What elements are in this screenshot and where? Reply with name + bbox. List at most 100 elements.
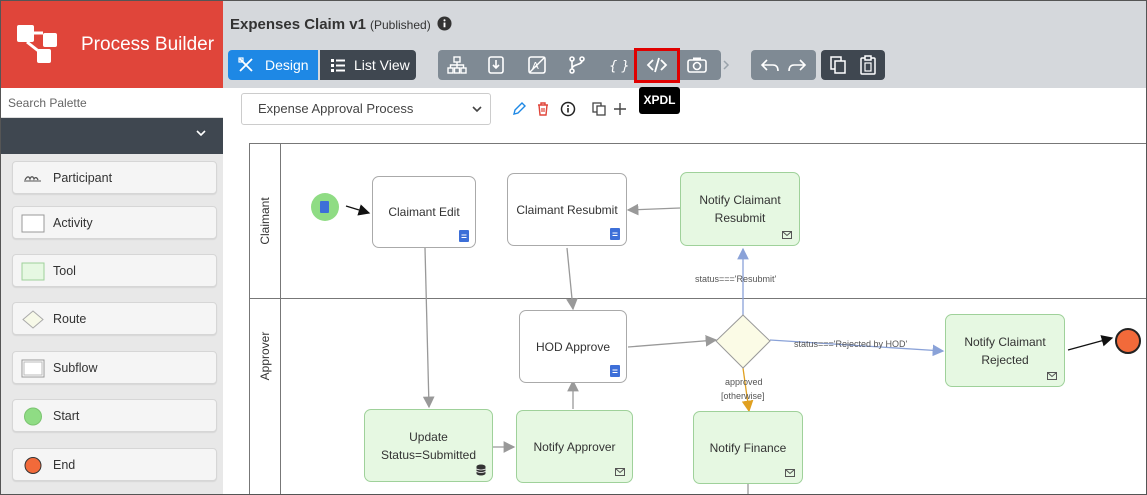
undo-redo-group [751,50,816,80]
export-icon[interactable] [485,54,507,76]
info-icon[interactable] [437,16,452,31]
tool-icon [21,262,45,281]
diagram-canvas[interactable]: Claimant Approver [223,125,1146,494]
undo-icon[interactable] [759,54,781,76]
duplicate-icon[interactable] [591,101,607,117]
subflow-icon [21,359,45,378]
camera-icon[interactable] [686,54,708,76]
diagram-tools-group: A { } [438,50,721,80]
list-view-label: List View [354,57,410,73]
branch-icon[interactable] [566,54,588,76]
redo-icon[interactable] [786,54,808,76]
flow-gateway-to-rejected[interactable] [769,339,945,357]
xpdl-tooltip: XPDL [639,87,680,114]
node-label: Notify Finance [709,440,787,455]
activity-claimant-edit[interactable]: Claimant Edit [372,176,476,248]
org-chart-icon[interactable] [446,54,468,76]
flow-gateway-to-finance[interactable] [741,367,754,413]
tool-notify-approver[interactable]: Notify Approver [516,410,633,483]
flow-hod-to-gateway[interactable] [627,334,718,348]
process-select-value: Expense Approval Process [258,101,414,116]
start-icon [24,407,42,426]
flow-start-to-edit[interactable] [345,204,371,216]
palette-item-start[interactable]: Start [12,399,217,432]
palette-item-label: End [53,458,76,472]
palette-item-label: Participant [53,171,113,185]
palette-item-label: Subflow [53,361,98,375]
node-label: HOD Approve [535,339,611,354]
condition-label-otherwise: [otherwise] [721,391,765,401]
info-circle-icon[interactable] [560,101,576,117]
palette-item-participant[interactable]: Participant [12,161,217,194]
edit-pencil-icon[interactable] [511,101,527,117]
code-icon[interactable] [646,54,668,76]
condition-label-resubmit: status==='Resubmit' [695,274,777,284]
form-doc-icon [610,365,620,377]
node-label: Update Status=Submitted [380,429,477,462]
tool-update-status[interactable]: Update Status=Submitted [364,409,493,482]
node-label: Claimant Resubmit [516,202,618,217]
node-label: Notify Claimant Resubmit [699,193,781,225]
node-label: Claimant Edit [388,205,460,219]
lane-header-claimant[interactable]: Claimant [250,144,281,298]
add-plus-icon[interactable] [612,101,628,117]
tool-notify-finance[interactable]: Notify Finance [693,411,803,484]
process-pool: Claimant Approver [249,143,1146,494]
end-icon [24,457,42,474]
translate-icon[interactable]: A [526,54,548,76]
palette-item-label: Route [53,312,87,326]
paste-icon[interactable] [857,54,879,76]
list-icon [331,59,345,72]
flow-edit-to-update[interactable] [422,247,435,409]
flow-rejected-to-end[interactable] [1067,335,1114,351]
lane-header-approver[interactable]: Approver [250,299,281,494]
node-label: Notify Claimant Rejected [964,334,1046,367]
palette-category-dropdown[interactable] [1,118,223,154]
app-title: Process Builder [81,34,215,55]
tool-notify-claimant-rejected[interactable]: Notify Claimant Rejected [945,314,1065,387]
palette-item-subflow[interactable]: Subflow [12,351,217,384]
palette-sidebar: Participant Activity Tool Route Subflow … [1,88,223,494]
condition-label-rejected: status==='Rejected by HOD' [794,339,908,349]
chevron-right-icon[interactable] [722,59,730,71]
chevron-down-icon [472,106,482,113]
route-icon [22,310,44,329]
mail-icon [1047,372,1057,380]
copy-paste-group [821,50,885,80]
lane-divider [250,298,1146,299]
brand-header: Process Builder [1,1,223,88]
copy-icon[interactable] [827,54,849,76]
palette-item-activity[interactable]: Activity [12,206,217,239]
flow-resubmit-to-hod[interactable] [566,247,578,311]
braces-icon[interactable]: { } [606,54,628,76]
database-icon [476,464,486,476]
end-event[interactable] [1115,328,1141,354]
palette-search-input[interactable] [1,88,223,118]
list-view-button[interactable]: List View [320,50,416,80]
form-doc-icon [459,230,469,242]
activity-hod-approve[interactable]: HOD Approve [519,310,627,383]
flow-notify-to-resubmit[interactable] [626,203,681,216]
activity-icon [21,214,45,233]
mail-icon [615,468,625,476]
process-builder-logo-icon [17,25,57,63]
route-gateway[interactable] [715,314,771,369]
palette-item-end[interactable]: End [12,448,217,481]
design-view-button[interactable]: Design [228,50,318,80]
palette-item-label: Start [53,409,80,423]
palette-item-route[interactable]: Route [12,302,217,335]
process-select[interactable]: Expense Approval Process [241,93,491,125]
mail-icon [785,469,795,477]
participant-icon [24,176,41,182]
palette-item-label: Activity [53,216,93,230]
publish-status: (Published) [370,18,431,32]
top-toolbar: Expenses Claim v1 (Published) Design Lis… [223,1,1146,88]
palette-item-tool[interactable]: Tool [12,254,217,287]
palette-item-label: Tool [53,264,76,278]
activity-claimant-resubmit[interactable]: Claimant Resubmit [507,173,627,246]
design-view-label: Design [265,57,309,73]
tool-notify-claimant-resubmit[interactable]: Notify Claimant Resubmit [680,172,800,246]
svg-text:{ }: { } [609,59,628,74]
design-tools-icon [238,57,253,72]
delete-trash-icon[interactable] [535,101,551,117]
